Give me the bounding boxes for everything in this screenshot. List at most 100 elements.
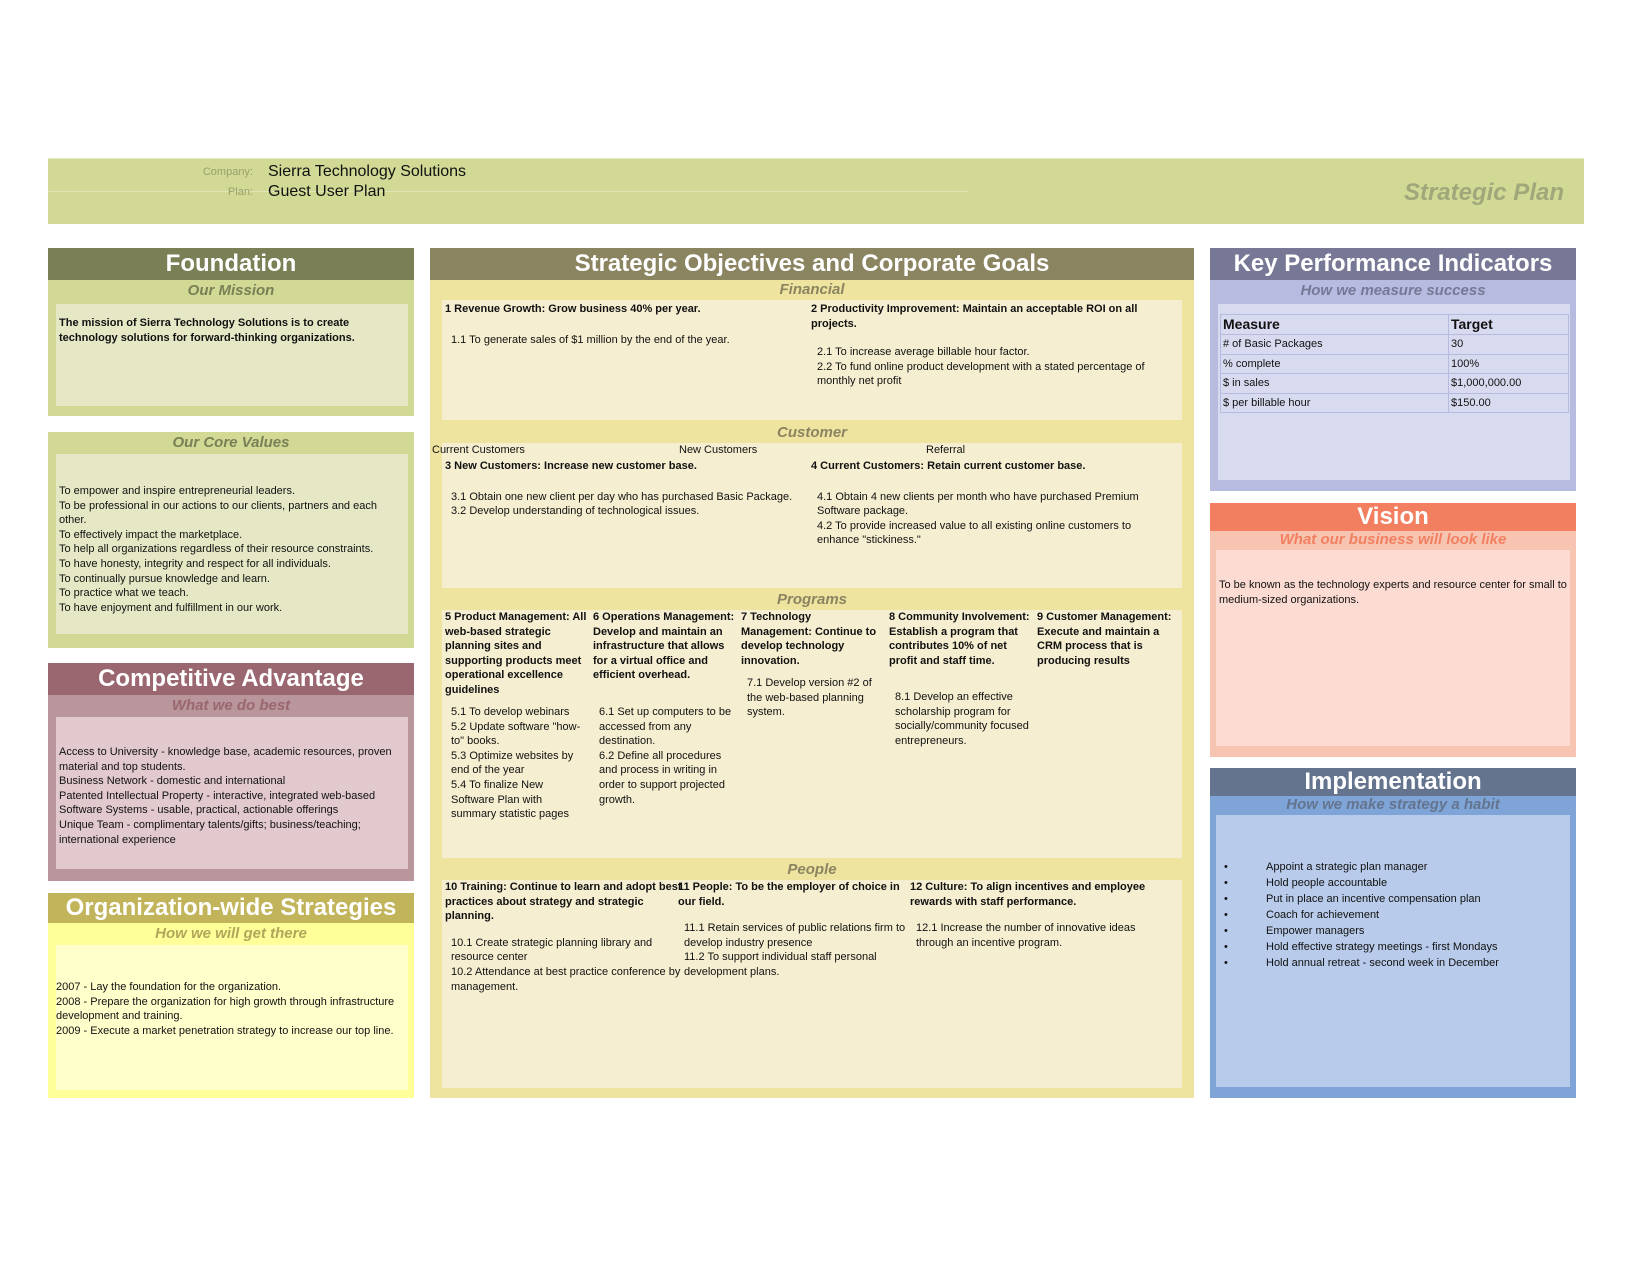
goal-card: 2 Productivity Improvement: Maintain an … [811,300,1171,389]
people-section: 10 Training: Continue to learn and adopt… [442,880,1182,1088]
core-values-list: To empower and inspire entrepreneurial l… [56,454,408,634]
org-wide-list: 2007 - Lay the foundation for the organi… [56,945,408,1090]
bullet-icon: • [1224,877,1228,889]
table-row: $ per billable hour $150.00 [1220,392,1569,414]
vision-statement: To be known as the technology experts an… [1219,579,1567,606]
goal-title: 4 Current Customers: Retain current cust… [811,460,1086,472]
bullet-icon: • [1224,941,1228,953]
list-item-text: Hold annual retreat - second week in Dec… [1266,957,1499,969]
goal-title: 12 Culture: To align incentives and empl… [910,881,1146,908]
column-header: Target [1448,314,1569,335]
implementation-panel: Implementation How we make strategy a ha… [1210,768,1576,1098]
kpi-subtitle: How we measure success [1300,282,1486,299]
competitive-advantage-panel: Competitive Advantage What we do best Ac… [48,663,414,881]
people-subtitle: People [787,861,837,878]
target-cell: 30 [1448,334,1569,355]
programs-subtitle: Programs [776,591,848,608]
bullet-icon: • [1224,909,1228,921]
financial-section: 1 Revenue Growth: Grow business 40% per … [442,300,1182,420]
goal-card: 7 Technology Management: Continue to dev… [741,610,885,720]
core-value-item: To help all organizations regardless of … [59,543,374,556]
target-cell: $150.00 [1448,392,1569,414]
advantage-item: Unique Team - complimentary talents/gift… [59,818,361,846]
core-value-item: To empower and inspire entrepreneurial l… [59,485,296,497]
list-item-text: Put in place an incentive compensation p… [1266,893,1481,905]
vision-subtitle: What our business will look like [1279,531,1507,548]
competitive-advantage-subtitle: What we do best [171,697,291,714]
core-value-item: To continually pursue knowledge and lear… [59,572,270,585]
goal-card: 6 Operations Management: Develop and mai… [593,610,735,807]
header-divider [48,191,968,192]
bullet-icon: • [1224,861,1228,873]
objective-item: 7.1 Develop version #2 of the web-based … [747,677,872,719]
list-item-text: Hold people accountable [1266,877,1388,889]
list-item: • Put in place an incentive compensation … [1216,891,1570,907]
list-item-text: Coach for achievement [1266,909,1380,921]
goal-title: 10 Training: Continue to learn and adopt… [445,881,682,923]
plan-header: Company: Sierra Technology Solutions Pla… [48,158,1584,224]
plan-label: Plan: [227,186,253,198]
vision-title: Vision [1210,503,1576,531]
goal-card: 10 Training: Continue to learn and adopt… [445,880,685,994]
vision-body: To be known as the technology experts an… [1216,550,1570,746]
mission-text: The mission of Sierra Technology Solutio… [56,304,408,406]
target-cell: $1,000,000.00 [1448,373,1569,394]
objective-item: 3.1 Obtain one new client per day who ha… [451,490,793,503]
objective-item: 4.2 To provide increased value to all ex… [817,519,1132,547]
goal-title: 6 Operations Management: Develop and mai… [593,611,735,682]
goal-title: 3 New Customers: Increase new customer b… [445,460,697,472]
objective-item: 5.3 Optimize websites by end of the year [451,749,574,777]
competitive-advantage-title: Competitive Advantage [48,663,414,695]
goal-card: 8 Community Involvement: Establish a pro… [889,610,1033,748]
objective-item: 5.4 To finalize New Software Plan with s… [451,778,569,821]
objective-item: 4.1 Obtain 4 new clients per month who h… [817,490,1139,518]
objective-item: 2.1 To increase average billable hour fa… [817,346,1030,359]
goal-title: 5 Product Management: All web-based stra… [445,611,587,696]
goal-title: 11 People: To be the employer of choice … [678,881,900,908]
foundation-title: Foundation [48,248,414,280]
goal-card: 9 Customer Management: Execute and maint… [1037,610,1179,668]
kpi-body: Measure Target # of Basic Packages 30 % … [1218,304,1570,480]
list-item: • Appoint a strategic plan manager [1216,859,1570,875]
implementation-body: • Appoint a strategic plan manager • Hold … [1216,815,1570,1087]
list-item: • Hold people accountable [1216,875,1570,891]
implementation-subtitle: How we make strategy a habit [1286,796,1500,813]
implementation-title: Implementation [1210,768,1576,796]
core-value-item: To be professional in our actions to our… [59,499,377,527]
objective-item: 6.1 Set up computers to be accessed from… [599,706,732,748]
strategic-objectives-panel: Strategic Objectives and Corporate Goals… [430,248,1194,1098]
objective-item: 12.1 Increase the number of innovative i… [916,922,1136,949]
objective-item: 11.1 Retain services of public relations… [684,922,906,949]
core-value-item: To have honesty, integrity and respect f… [59,557,331,570]
list-item-text: Hold effective strategy meetings - first… [1266,941,1498,953]
financial-subtitle: Financial [779,281,845,298]
objective-item: 3.2 Develop understanding of technologic… [451,505,700,518]
bullet-icon: • [1224,957,1228,969]
list-item-text: Appoint a strategic plan manager [1266,861,1428,873]
advantage-item: Business Network - domestic and internat… [59,775,286,788]
bullet-icon: • [1224,893,1228,905]
competitive-advantage-list: Access to University - knowledge base, a… [56,717,408,869]
list-item: • Hold effective strategy meetings - firs… [1216,939,1570,955]
table-row: $ in sales $1,000,000.00 [1220,373,1569,394]
objective-item: 2.2 To fund online product development w… [817,360,1145,388]
core-value-item: To practice what we teach. [59,587,189,600]
segment-label: Current Customers [432,444,525,456]
goal-title: 9 Customer Management: Execute and maint… [1037,611,1172,667]
measure-cell: $ in sales [1220,373,1449,394]
goal-title: 7 Technology Management: Continue to dev… [741,611,877,667]
mission-statement: The mission of Sierra Technology Solutio… [59,317,355,344]
org-wide-strategies-panel: Organization-wide Strategies How we will… [48,893,414,1098]
goal-card: 12 Culture: To align incentives and empl… [910,880,1150,950]
company-label: Company: [202,166,253,178]
segment-label: New Customers [679,444,758,456]
kpi-header-row: Measure Target [1220,314,1569,335]
strategy-item: 2009 - Execute a market penetration stra… [56,1024,394,1037]
objective-item: 1.1 To generate sales of $1 million by t… [451,333,730,346]
document-title: Strategic Plan [1403,179,1564,206]
core-values-subtitle: Our Core Values [172,434,290,451]
org-wide-subtitle: How we will get there [155,925,307,942]
objective-item: 10.2 Attendance at best practice confere… [451,965,681,993]
objective-item: 10.1 Create strategic planning library a… [451,936,653,964]
measure-cell: % complete [1220,353,1449,375]
